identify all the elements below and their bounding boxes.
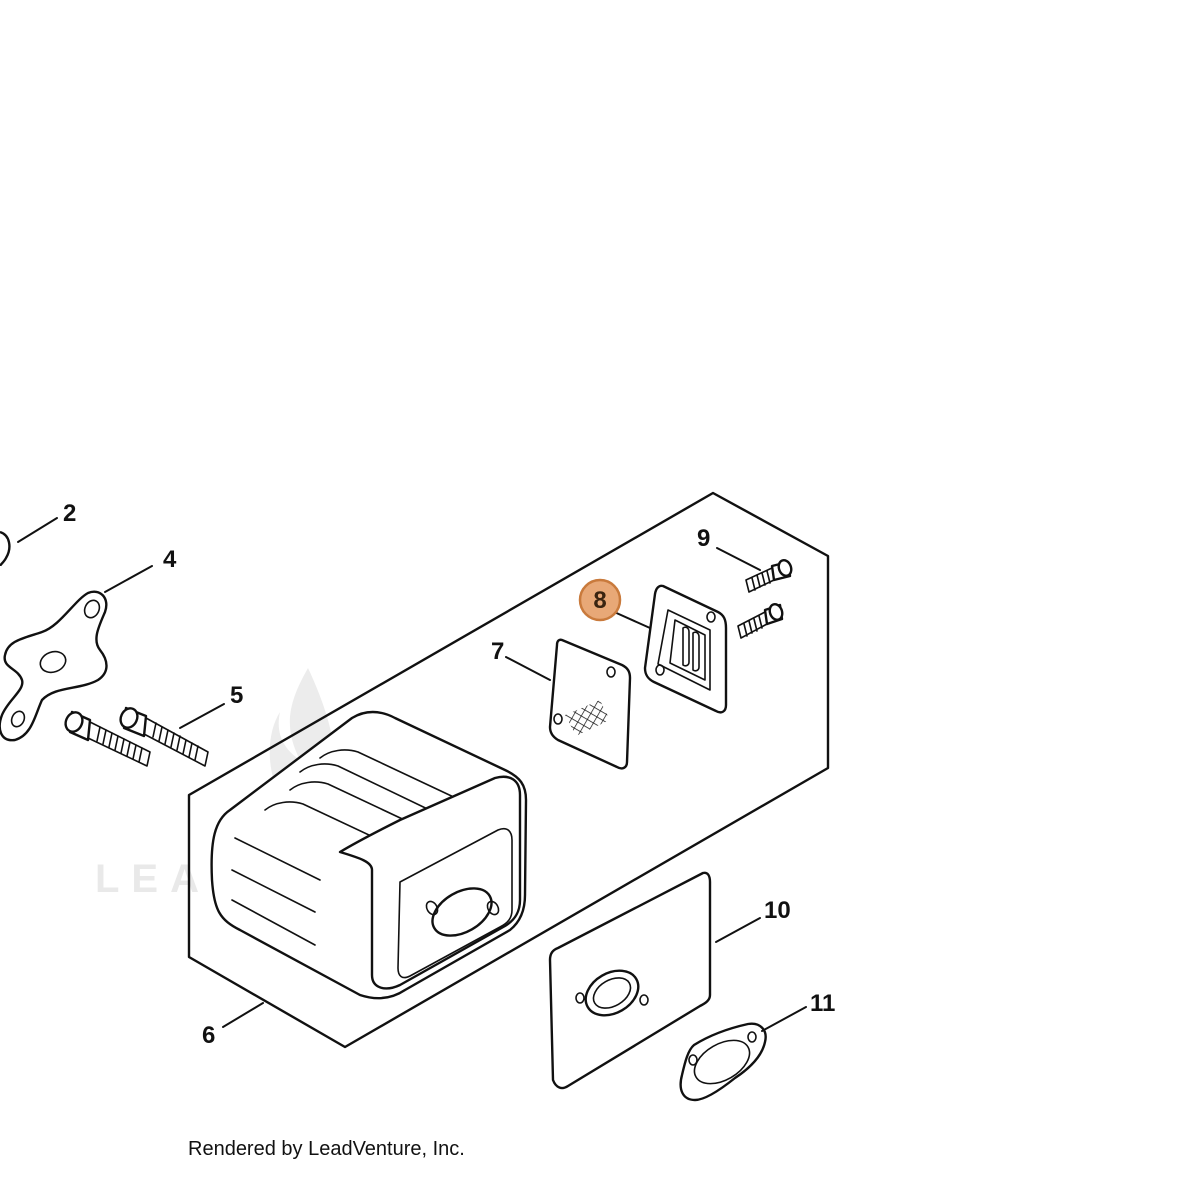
callout-6[interactable]: 6 — [202, 1022, 215, 1049]
leader-5 — [179, 703, 225, 729]
leader-9 — [716, 547, 761, 571]
leader-11 — [761, 1006, 807, 1032]
part-10-gasket — [548, 871, 712, 1090]
screw-9a — [745, 559, 793, 593]
part-2-washer — [0, 530, 11, 567]
callout-10[interactable]: 10 — [764, 897, 791, 924]
callout-8[interactable]: 8 — [593, 587, 606, 614]
callout-4[interactable]: 4 — [163, 546, 177, 573]
part-9-screws — [737, 559, 793, 639]
callout-5[interactable]: 5 — [230, 682, 243, 709]
leader-2 — [17, 517, 58, 543]
callout-2[interactable]: 2 — [63, 500, 76, 527]
leader-6 — [222, 1002, 264, 1028]
leader-10 — [715, 917, 761, 943]
credit-text: Rendered by LeadVenture, Inc. — [188, 1138, 465, 1160]
callout-9[interactable]: 9 — [697, 525, 710, 552]
assembly-box-outline — [187, 491, 830, 1049]
leader-8 — [611, 610, 651, 629]
part-5-screws — [64, 706, 209, 767]
leader-4 — [104, 565, 153, 593]
leader-7 — [505, 656, 551, 681]
part-8-cover — [643, 584, 728, 714]
screw-9b — [737, 603, 784, 639]
part-11-gasket — [679, 1022, 767, 1102]
screw-5a — [64, 710, 151, 767]
screw-5b — [119, 706, 209, 767]
highlight-circle — [578, 578, 622, 622]
part-4-plate — [0, 590, 108, 742]
callout-7[interactable]: 7 — [491, 638, 504, 665]
callout-11[interactable]: 11 — [810, 990, 835, 1017]
part-7-screen — [548, 638, 632, 770]
part-6-muffler — [210, 710, 528, 1000]
callout-8-highlight[interactable]: 8 — [578, 578, 622, 622]
